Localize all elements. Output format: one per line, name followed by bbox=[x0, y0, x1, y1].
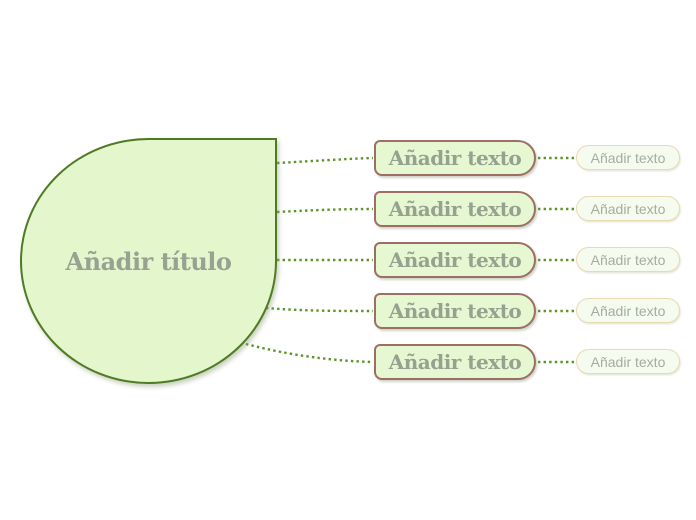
subtopic-node-3[interactable]: Añadir texto bbox=[576, 247, 680, 272]
subtopic-node-5[interactable]: Añadir texto bbox=[576, 349, 680, 374]
subtopic-node-1[interactable]: Añadir texto bbox=[576, 145, 680, 170]
subtopic-label-2: Añadir texto bbox=[590, 200, 666, 217]
branch-label-5: Añadir texto bbox=[388, 350, 522, 374]
root-topic-node[interactable]: Añadir título bbox=[20, 138, 277, 384]
branch-node-1[interactable]: Añadir texto bbox=[374, 140, 536, 176]
branch-node-2[interactable]: Añadir texto bbox=[374, 191, 536, 227]
root-topic-label: Añadir título bbox=[65, 246, 232, 276]
root-branch-connector-5 bbox=[245, 342, 374, 364]
subtopic-label-4: Añadir texto bbox=[590, 302, 666, 319]
branch-node-5[interactable]: Añadir texto bbox=[374, 344, 536, 380]
branch-node-4[interactable]: Añadir texto bbox=[374, 293, 536, 329]
branch-label-1: Añadir texto bbox=[388, 146, 522, 170]
branch-label-3: Añadir texto bbox=[388, 248, 522, 272]
branch-label-2: Añadir texto bbox=[388, 197, 522, 221]
root-branch-connector-1 bbox=[276, 156, 374, 165]
subtopic-label-1: Añadir texto bbox=[590, 149, 666, 166]
subtopic-label-5: Añadir texto bbox=[590, 353, 666, 370]
root-branch-connector-2 bbox=[276, 207, 374, 214]
subtopic-node-2[interactable]: Añadir texto bbox=[576, 196, 680, 221]
root-branch-connector-4 bbox=[265, 306, 374, 313]
branch-label-4: Añadir texto bbox=[388, 299, 522, 323]
branch-node-3[interactable]: Añadir texto bbox=[374, 242, 536, 278]
subtopic-label-3: Añadir texto bbox=[590, 251, 666, 268]
subtopic-node-4[interactable]: Añadir texto bbox=[576, 298, 680, 323]
